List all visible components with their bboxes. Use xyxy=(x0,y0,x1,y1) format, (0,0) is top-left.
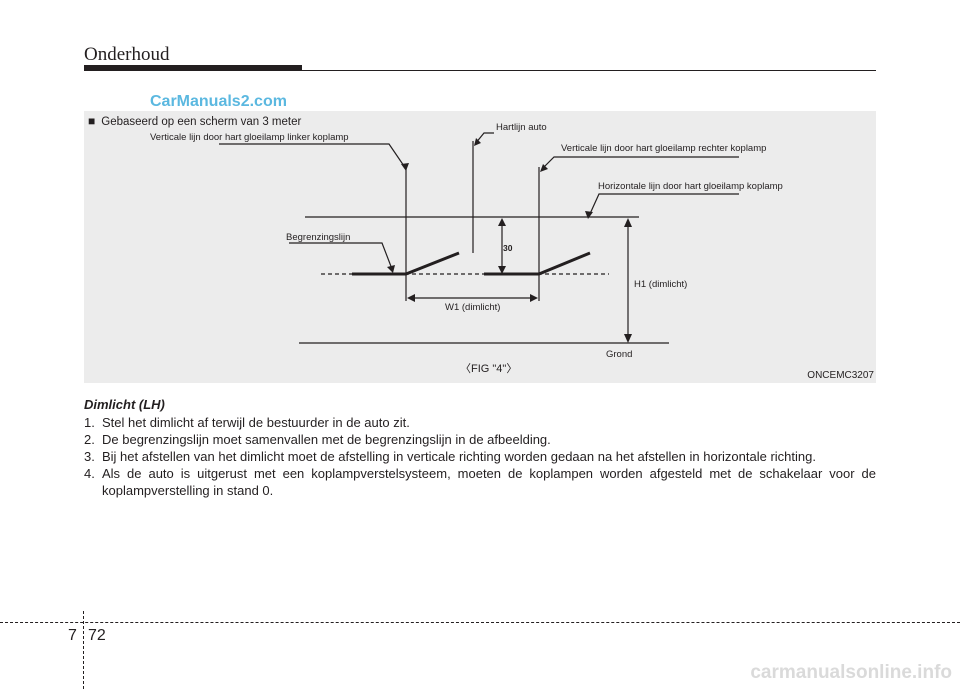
list-item-number: 4. xyxy=(84,466,95,481)
leader-left-vertical xyxy=(219,143,405,167)
header-rule-thin xyxy=(302,70,876,71)
instruction-list: 1. Stel het dimlicht af terwijl de bestuu… xyxy=(84,414,876,499)
list-item: 4. Als de auto is uitgerust met een kopla… xyxy=(84,465,876,499)
list-item-number: 2. xyxy=(84,432,95,447)
label-w1: W1 (dimlicht) xyxy=(445,302,501,313)
leader-right-vertical xyxy=(541,156,739,170)
label-right-vertical: Verticale lijn door hart gloeilamp recht… xyxy=(561,143,767,154)
label-centerline: Hartlijn auto xyxy=(496,122,547,133)
figure-code: ONCEMC3207 xyxy=(807,370,874,381)
bottom-watermark: carmanualsonline.info xyxy=(750,662,952,683)
leader-cutoff xyxy=(289,242,393,270)
section-title: Onderhoud xyxy=(84,44,170,65)
figure-panel xyxy=(84,111,876,383)
leader-horizontal xyxy=(588,193,739,217)
list-item-text: Stel het dimlicht af terwijl de bestuurd… xyxy=(102,415,410,430)
list-item: 3. Bij het afstellen van het dimlicht moe… xyxy=(84,448,876,465)
figure-heading: ■ Gebaseerd op een scherm van 3 meter xyxy=(88,114,301,128)
list-item-text: De begrenzingslijn moet samenvallen met … xyxy=(102,432,551,447)
page-number: 72 xyxy=(88,627,106,644)
headlamp-aim-diagram xyxy=(219,132,739,344)
subheading: Dimlicht (LH) xyxy=(84,397,165,412)
footer-vertical-divider xyxy=(83,611,84,689)
label-ground: Grond xyxy=(606,349,633,360)
figure-heading-text: Gebaseerd op een scherm van 3 meter xyxy=(101,116,302,128)
list-item: 2. De begrenzingslijn moet samenvallen me… xyxy=(84,431,876,448)
list-item-text: Bij het afstellen van het dimlicht moet … xyxy=(102,449,816,464)
label-h1: H1 (dimlicht) xyxy=(634,279,688,290)
figure-caption: 〈FIG "4"〉 xyxy=(460,363,518,375)
label-cutoff: Begrenzingslijn xyxy=(286,232,351,243)
label-left-vertical: Verticale lijn door hart gloeilamp linke… xyxy=(150,132,349,143)
chapter-number: 7 xyxy=(68,627,77,644)
list-item-number: 3. xyxy=(84,449,95,464)
right-beam-pattern xyxy=(484,251,591,276)
left-beam-pattern xyxy=(352,251,460,276)
list-item: 1. Stel het dimlicht af terwijl de bestuu… xyxy=(84,414,876,431)
watermark: CarManuals2.com xyxy=(150,93,287,110)
list-item-text: Als de auto is uitgerust met een koplamp… xyxy=(102,466,876,498)
header-rule-thick xyxy=(84,65,302,71)
label-30: 30 xyxy=(503,243,513,253)
label-horizontal: Horizontale lijn door hart gloeilamp kop… xyxy=(598,181,783,192)
square-bullet-icon: ■ xyxy=(88,114,96,128)
list-item-number: 1. xyxy=(84,415,95,430)
footer-divider xyxy=(0,622,960,623)
